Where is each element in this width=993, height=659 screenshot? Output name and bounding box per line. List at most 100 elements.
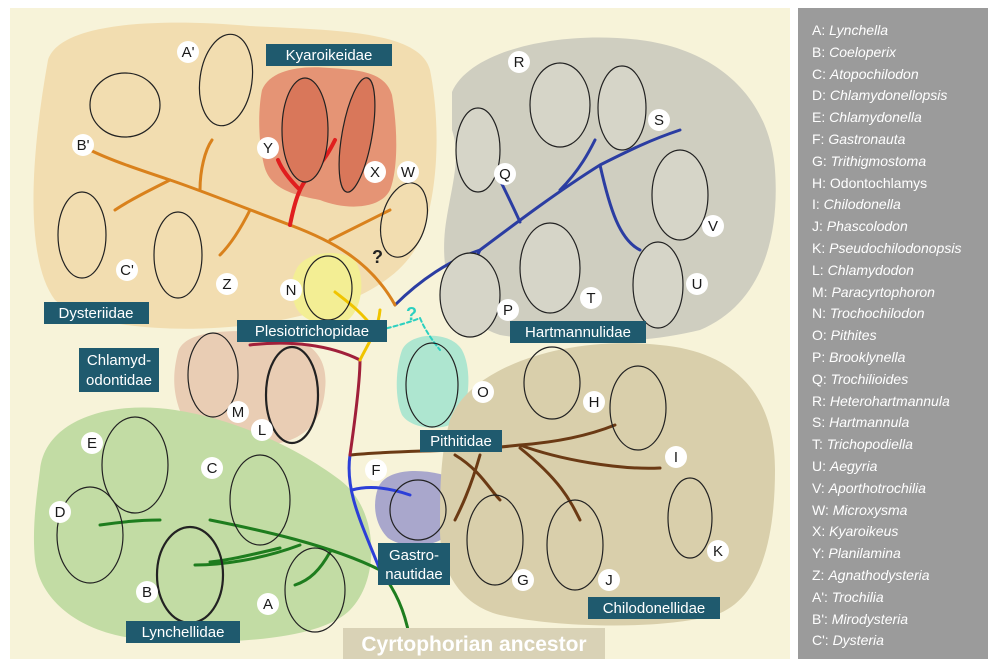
node-label-G: G (512, 569, 534, 591)
node-label-A: A (257, 593, 279, 615)
node-label-H: H (583, 391, 605, 413)
legend-code: W: (812, 502, 833, 518)
svg-text:Y: Y (263, 140, 273, 157)
legend-genus-name: Chlamydonellopsis (830, 87, 948, 103)
legend-genus-name: Aporthotrochilia (829, 480, 926, 496)
legend-code: V: (812, 480, 829, 496)
svg-text:V: V (708, 218, 718, 235)
legend-genus-name: Atopochilodon (830, 66, 919, 82)
legend-code: P: (812, 349, 829, 365)
legend-row: E: Chlamydonella (812, 109, 922, 125)
legend-code: O: (812, 327, 831, 343)
svg-text:H: H (589, 394, 600, 411)
svg-text:Gastro-: Gastro- (389, 547, 439, 564)
node-label-B1: B' (72, 134, 94, 156)
legend-code: D: (812, 87, 830, 103)
cell-U (633, 242, 683, 328)
legend-row: P: Brooklynella (812, 349, 905, 365)
legend-genus-name: Lynchella (829, 22, 888, 38)
legend-code: S: (812, 414, 829, 430)
legend-row: G: Trithigmostoma (812, 153, 926, 169)
svg-text:R: R (514, 54, 525, 71)
node-label-W: W (397, 161, 419, 183)
svg-text:Chlamyd-: Chlamyd- (87, 352, 151, 369)
legend-code: E: (812, 109, 829, 125)
family-label-gastronautidae: Gastro- nautidae (378, 543, 450, 585)
family-label-kyaroikeidae: Kyaroikeidae (266, 44, 392, 66)
legend-code: Y: (812, 545, 828, 561)
legend-row: I: Chilodonella (812, 196, 901, 212)
legend-code: C: (812, 66, 830, 82)
legend-row: F: Gastronauta (812, 131, 905, 147)
legend-row: Y: Planilamina (812, 545, 901, 561)
legend-code: C': (812, 632, 833, 648)
region-plesiotrichopidae (292, 253, 362, 325)
legend-row: V: Aporthotrochilia (812, 480, 926, 496)
legend-row: Q: Trochilioides (812, 371, 908, 387)
legend-genus-name: Dysteria (833, 632, 884, 648)
legend-genus-name: Trochilia (832, 589, 884, 605)
node-label-M: M (227, 401, 249, 423)
legend-code: B': (812, 611, 832, 627)
question-mark-pithitidae: ? (406, 304, 417, 324)
root-label: Cyrtophorian ancestor (343, 628, 605, 659)
legend-row: B': Mirodysteria (812, 611, 908, 627)
legend-row: K: Pseudochilodonopsis (812, 240, 961, 256)
family-label-pithitidae: Pithitidae (420, 430, 502, 452)
node-label-O: O (472, 381, 494, 403)
family-label-dysteriidae: Dysteriidae (44, 302, 149, 324)
legend-row: H: Odontochlamys (812, 175, 927, 191)
legend-row: B: Coeloperix (812, 44, 896, 60)
node-label-N: N (280, 279, 302, 301)
node-label-D: D (49, 501, 71, 523)
legend-genus-name: Chilodonella (824, 196, 901, 212)
svg-text:C': C' (120, 262, 134, 279)
svg-text:Lynchellidae: Lynchellidae (142, 624, 225, 641)
node-label-V: V (702, 215, 724, 237)
legend-row: A: Lynchella (812, 22, 888, 38)
legend-genus-name: Phascolodon (827, 218, 908, 234)
svg-text:Kyaroikeidae: Kyaroikeidae (286, 47, 373, 64)
legend-genus-name: Microxysma (833, 502, 908, 518)
legend-code: A': (812, 589, 832, 605)
legend-genus-name: Chlamydodon (828, 262, 914, 278)
legend-row: T: Trichopodiella (812, 436, 913, 452)
legend-code: M: (812, 284, 831, 300)
svg-text:P: P (503, 302, 513, 319)
legend-code: L: (812, 262, 828, 278)
node-label-B: B (136, 581, 158, 603)
legend-row: A': Trochilia (812, 589, 884, 605)
node-label-K: K (707, 540, 729, 562)
svg-text:A': A' (182, 44, 195, 61)
legend-row: S: Hartmannula (812, 414, 909, 430)
svg-text:U: U (692, 276, 703, 293)
svg-text:W: W (401, 164, 416, 181)
svg-text:K: K (713, 543, 723, 560)
legend-row: C': Dysteria (812, 632, 884, 648)
legend-genus-name: Trichopodiella (827, 436, 913, 452)
node-label-L: L (251, 419, 273, 441)
legend-row: N: Trochochilodon (812, 305, 925, 321)
cell-P (440, 253, 500, 337)
svg-text:S: S (654, 112, 664, 129)
legend-genus-name: Brooklynella (829, 349, 905, 365)
cell-Y (282, 78, 328, 182)
family-label-lynchellidae: Lynchellidae (126, 621, 240, 643)
legend-row: C: Atopochilodon (812, 66, 919, 82)
svg-text:Pithitidae: Pithitidae (430, 433, 492, 450)
node-label-R: R (508, 51, 530, 73)
legend-genus-name: Trithigmostoma (831, 153, 926, 169)
legend-genus-name: Coeloperix (829, 44, 896, 60)
node-label-E: E (81, 432, 103, 454)
node-label-Z: Z (216, 273, 238, 295)
legend-code: X: (812, 523, 829, 539)
family-label-hartmannulidae: Hartmannulidae (510, 321, 646, 343)
node-label-X: X (364, 161, 386, 183)
legend-genus-name: Agnathodysteria (828, 567, 929, 583)
svg-text:C: C (207, 460, 218, 477)
svg-text:O: O (477, 384, 489, 401)
question-mark-kyaroikeidae: ? (372, 247, 383, 267)
legend-row: O: Pithites (812, 327, 877, 343)
svg-text:M: M (232, 404, 245, 421)
legend-row: X: Kyaroikeus (812, 523, 898, 539)
